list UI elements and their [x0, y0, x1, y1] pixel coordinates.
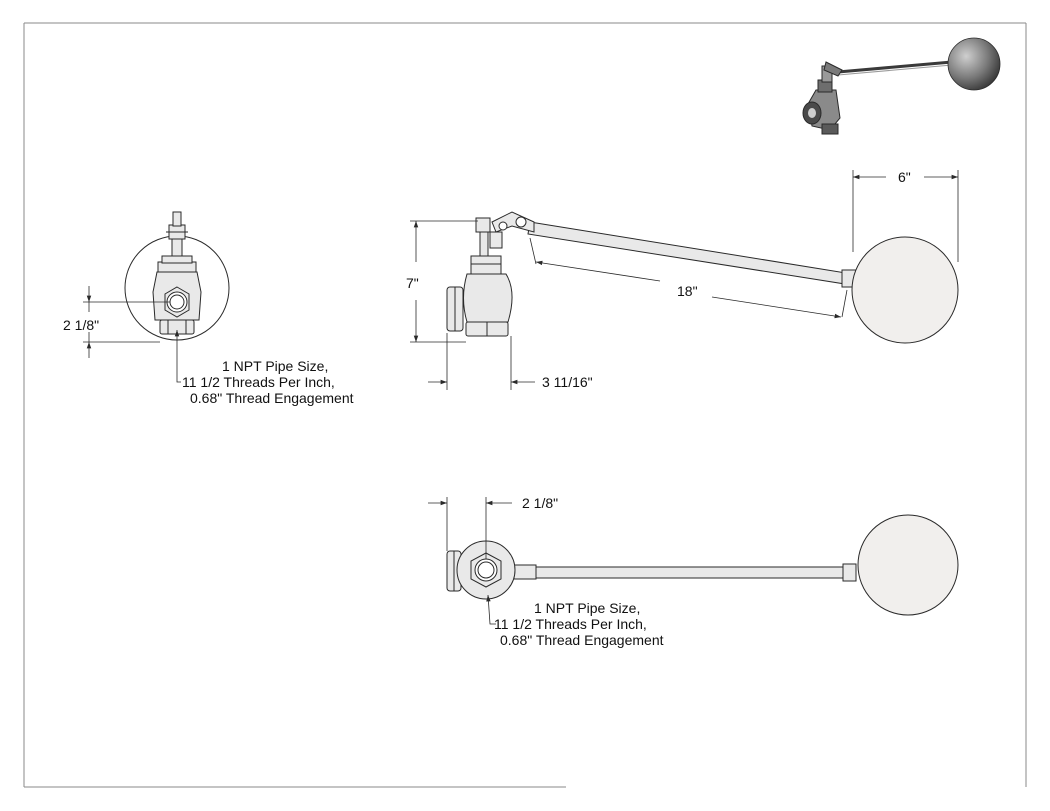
side-dim-arm-label: 18" [677, 283, 698, 299]
top-note-line-2: 11 1/2 Threads Per Inch, [494, 616, 647, 632]
front-valve-body [152, 211, 202, 335]
top-view: 2 1/8" 1 NPT Pipe Size, 11 1/2 Threads P… [428, 495, 959, 648]
side-dim-height-label: 7" [406, 275, 419, 291]
float-valve-isometric-icon [802, 37, 1001, 135]
side-dim-depth-label: 3 11/16" [542, 374, 593, 390]
top-float-ball [857, 514, 959, 616]
sheet-border [23, 22, 1027, 788]
top-dim-offset-label: 2 1/8" [522, 495, 558, 511]
top-valve-body [446, 540, 516, 600]
side-view: 7" 3 11/16" 18" 6" [406, 169, 959, 390]
front-dim-height-label: 2 1/8" [63, 317, 99, 333]
side-float-ball [851, 236, 959, 344]
front-note-line-1: 1 NPT Pipe Size, [222, 358, 328, 374]
side-float-arm [527, 221, 857, 288]
top-note-line-1: 1 NPT Pipe Size, [534, 600, 640, 616]
top-float-arm [513, 563, 857, 582]
side-valve-body [446, 211, 535, 337]
side-dim-ball-label: 6" [898, 169, 911, 185]
front-view: 2 1/8" 1 NPT Pipe Size, 11 1/2 Threads P… [63, 211, 354, 406]
top-note-line-3: 0.68" Thread Engagement [500, 632, 664, 648]
front-note-line-3: 0.68" Thread Engagement [190, 390, 354, 406]
front-note-line-2: 11 1/2 Threads Per Inch, [182, 374, 335, 390]
